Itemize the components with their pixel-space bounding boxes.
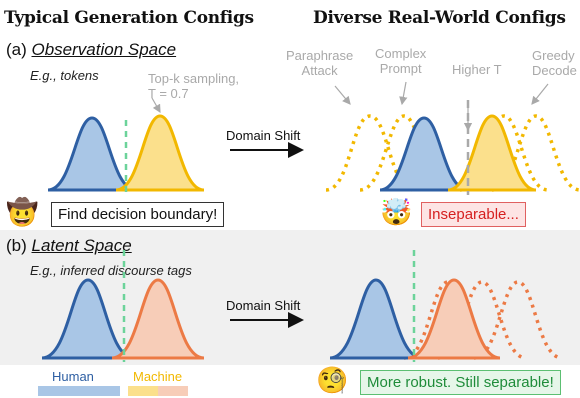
more-robust-box: More robust. Still separable!	[360, 370, 561, 395]
latent-shifted-machine-3	[473, 280, 563, 360]
latent-example: E.g., inferred discourse tags	[30, 263, 192, 278]
latent-domain-shift-label: Domain Shift	[226, 298, 301, 313]
latent-section-heading: (b) Latent Space	[6, 236, 132, 256]
latent-section-prefix: (b)	[6, 236, 32, 255]
observation-plots	[47, 81, 580, 195]
cowboy-emoji-icon: 🤠	[6, 198, 39, 228]
legend-machine-obs-swatch	[128, 386, 158, 396]
observation-section-prefix: (a)	[6, 40, 32, 59]
monocle-emoji-icon: 🧐	[316, 366, 349, 396]
latent-plots	[41, 250, 563, 362]
legend-human-label: Human	[52, 369, 94, 384]
annot-paraphrase: Paraphrase Attack	[286, 48, 354, 78]
annot-higher-t: Higher T	[452, 62, 502, 77]
left-title: Typical Generation Configs	[4, 8, 254, 28]
observation-section-heading: (a) Observation Space	[6, 40, 176, 60]
sampling-note: Top-k sampling, T = 0.7	[148, 71, 240, 101]
latent-machine-shifted	[407, 278, 501, 360]
human-distribution	[47, 116, 137, 192]
observation-section-label: Observation Space	[31, 40, 177, 59]
shifted-machine-1	[325, 114, 415, 192]
observation-example: E.g., tokens	[30, 68, 99, 83]
inseparable-box: Inseparable...	[421, 202, 526, 227]
obs-domain-shift-label: Domain Shift	[226, 128, 301, 143]
find-boundary-box: Find decision boundary!	[51, 202, 225, 227]
right-title: Diverse Real-World Configs	[313, 8, 566, 28]
machine-distribution	[115, 114, 205, 192]
human-distribution-shifted	[379, 116, 469, 192]
exploding-head-emoji-icon: 🤯	[380, 198, 413, 228]
legend-human-swatch	[38, 386, 120, 396]
latent-human-distribution	[41, 278, 135, 360]
latent-machine-distribution	[111, 278, 205, 360]
annot-greedy: Greedy Decode	[532, 48, 577, 78]
annot-complex: Complex Prompt	[375, 46, 427, 76]
shifted-machine-2	[359, 114, 449, 192]
legend-machine-latent-swatch	[158, 386, 188, 396]
latent-human-shifted	[329, 278, 423, 360]
machine-distribution-shifted	[447, 114, 537, 192]
latent-section-label: Latent Space	[31, 236, 132, 255]
legend-machine-label: Machine	[133, 369, 183, 384]
latent-shifted-machine-1	[403, 280, 493, 360]
